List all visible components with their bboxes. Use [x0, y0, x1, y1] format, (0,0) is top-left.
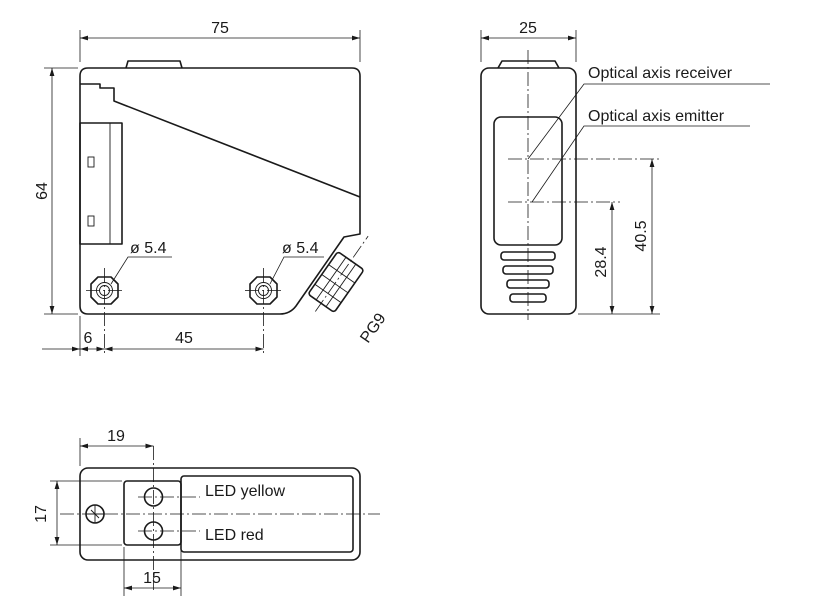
front-top-lug — [125, 60, 183, 69]
top-dim-17: 17 — [33, 505, 50, 523]
side-dim-emitter-height: 28.4 — [593, 246, 610, 277]
connector-label: PG9 — [357, 310, 389, 346]
top-led-panel — [123, 480, 182, 546]
front-hole-right — [245, 268, 282, 355]
front-side-plate — [79, 122, 123, 245]
front-dim-height: 64 — [34, 182, 51, 200]
front-dim-offset: 6 — [84, 330, 93, 347]
side-housing — [480, 67, 577, 315]
front-hole-right-label: ø 5.4 — [282, 240, 319, 257]
front-hole-left-label: ø 5.4 — [130, 240, 167, 257]
side-dim-width: 25 — [519, 20, 537, 37]
front-optics-slope — [80, 83, 361, 198]
pg9-connector — [308, 235, 369, 313]
front-slot-upper — [87, 156, 95, 168]
front-dim-width: 75 — [211, 20, 229, 37]
front-slot-lower — [87, 215, 95, 227]
emitter-label: Optical axis emitter — [588, 108, 725, 125]
receiver-label: Optical axis receiver — [588, 65, 733, 82]
top-dim-19: 19 — [107, 428, 125, 445]
side-optics-window — [493, 116, 563, 246]
led-yellow-label: LED yellow — [205, 483, 285, 500]
top-dim-15: 15 — [143, 570, 161, 587]
top-view: LED yellow LED red 19 17 15 — [33, 428, 380, 596]
front-dim-hole-spacing: 45 — [175, 330, 193, 347]
side-dim-receiver-height: 40.5 — [633, 220, 650, 251]
front-housing — [79, 67, 361, 315]
led-red-label: LED red — [205, 527, 264, 544]
side-view: Optical axis receiver Optical axis emitt… — [480, 20, 770, 320]
side-top-lug — [497, 60, 560, 69]
front-view: ø 5.4 ø 5.4 PG9 75 64 6 45 — [34, 20, 390, 356]
front-hole-left — [86, 268, 123, 355]
